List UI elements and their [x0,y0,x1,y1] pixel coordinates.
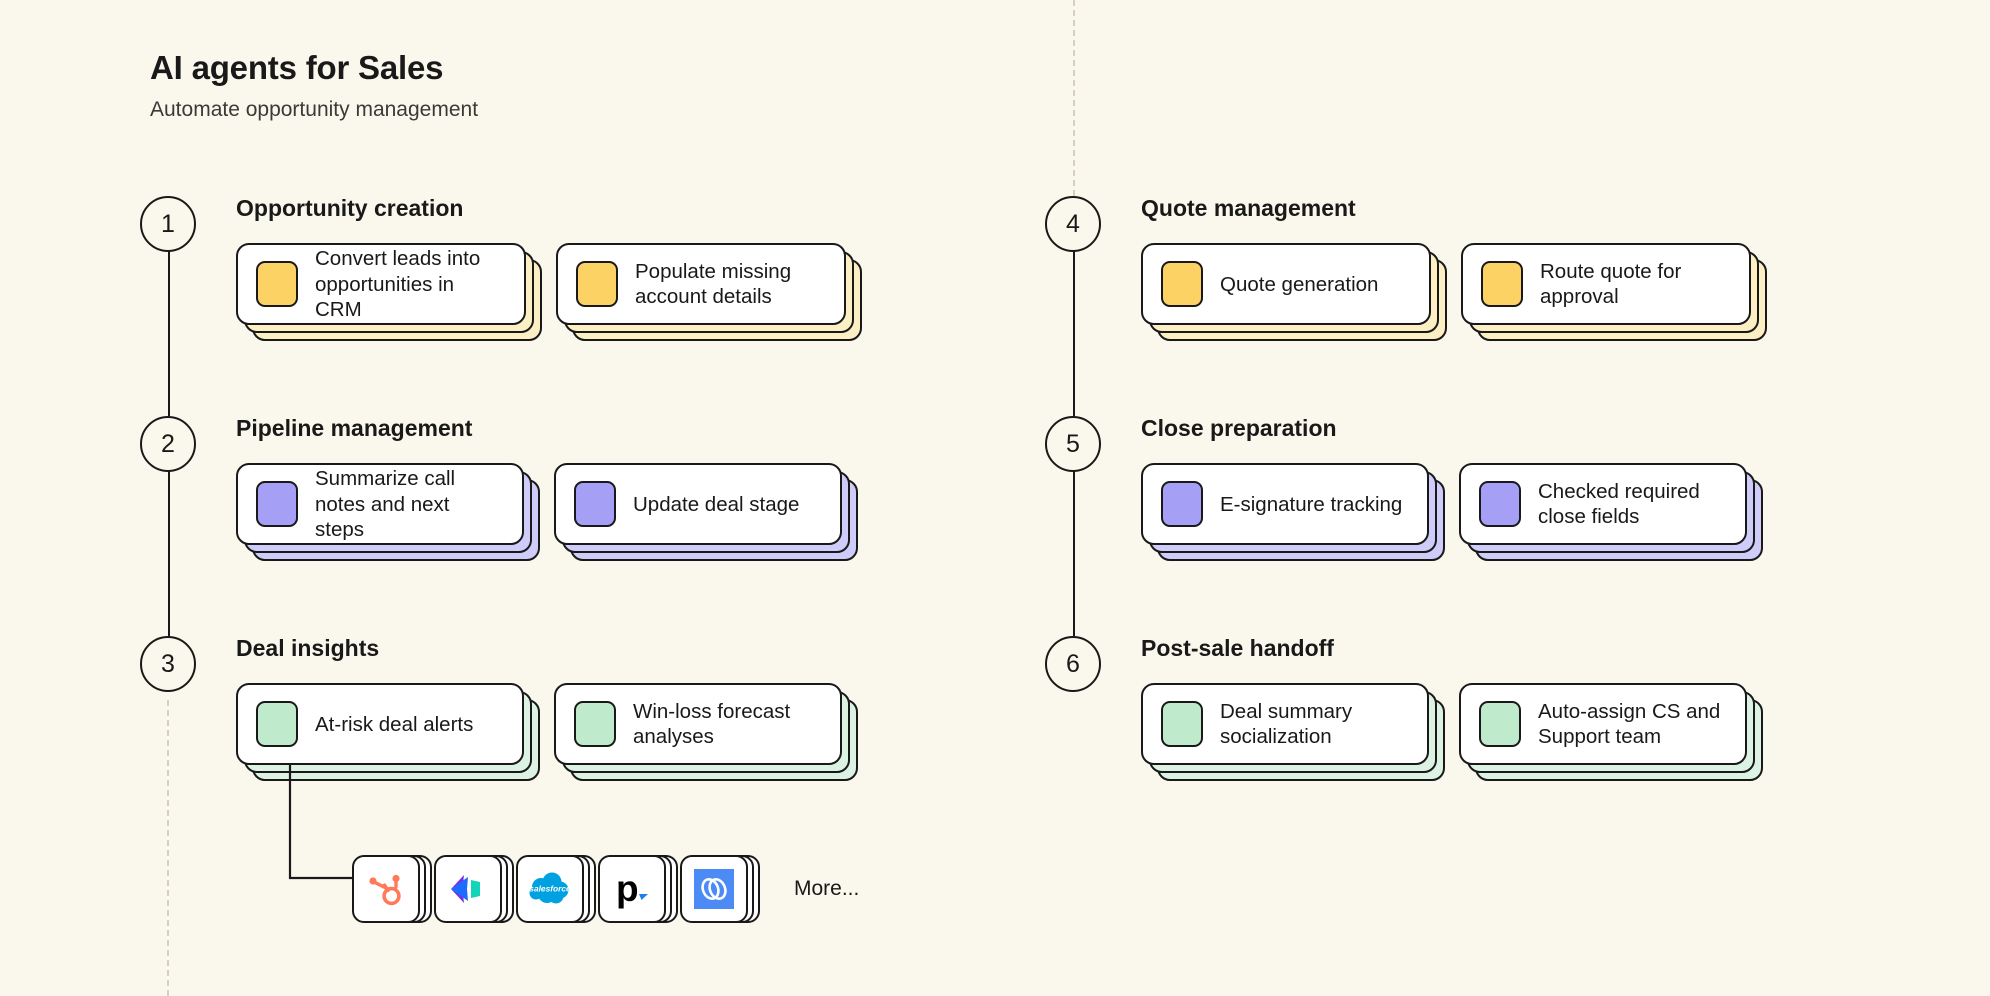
agent-card-row: Convert leads into opportunities in CRM P… [236,243,862,342]
agent-card[interactable]: Summarize call notes and next steps [236,463,540,562]
agent-icon-swatch [256,701,298,748]
lower-dashed-guide [167,700,169,996]
integration-logo-card[interactable] [680,855,760,923]
agent-card-label: Auto-assign CS and Support team [1538,700,1721,749]
step-number-badge-6: 6 [1045,636,1101,692]
agent-card[interactable]: Quote generation [1141,243,1447,342]
agent-icon-swatch [256,261,298,308]
svg-text:p: p [616,868,639,909]
agent-card-label: Convert leads into opportunities in CRM [315,247,481,321]
step-title: Close preparation [1141,415,1337,441]
zoho-logo[interactable] [680,855,748,923]
svg-text:salesforce: salesforce [529,884,571,894]
step-connector-rail [1073,230,1075,416]
agent-card-face[interactable]: Checked required close fields [1459,463,1747,546]
agent-card[interactable]: Update deal stage [554,463,858,562]
agent-card-face[interactable]: Auto-assign CS and Support team [1459,683,1747,766]
step-title: Post-sale handoff [1141,635,1334,661]
gong-logo[interactable] [434,855,502,923]
agent-icon-swatch [574,481,616,528]
agent-card[interactable]: Populate missing account details [556,243,862,342]
step-number-badge-2: 2 [140,416,196,472]
agent-card-label: Deal summary socialization [1220,700,1353,749]
step-title: Opportunity creation [236,195,464,221]
step-connector-rail [168,230,170,416]
salesforce-logo[interactable]: salesforce [516,855,584,923]
integration-logo-card[interactable]: salesforce [516,855,596,923]
agent-card-face[interactable]: Summarize call notes and next steps [236,463,524,546]
more-integrations-label[interactable]: More... [794,877,860,900]
agent-card-label: Quote generation [1220,272,1379,296]
agent-icon-swatch [1479,701,1521,748]
agent-card-face[interactable]: Convert leads into opportunities in CRM [236,243,526,326]
agent-icon-swatch [1161,481,1203,528]
integration-logo-card[interactable] [434,855,514,923]
agent-card-face[interactable]: Win-loss forecast analyses [554,683,842,766]
step-connector-rail [168,450,170,636]
agent-card[interactable]: Route quote for approval [1461,243,1767,342]
agent-card-label: Route quote for approval [1540,260,1682,309]
agent-card-label: At-risk deal alerts [315,712,474,736]
agent-card-row: E-signature tracking Checked required clo… [1141,463,1763,562]
step-number-badge-5: 5 [1045,416,1101,472]
page-subtitle: Automate opportunity management [150,97,479,121]
agent-card-face[interactable]: Deal summary socialization [1141,683,1429,766]
integration-logo-row: salesforce p More... [352,855,859,923]
agent-card-label: Update deal stage [633,492,800,516]
agent-card-row: Summarize call notes and next steps Updat… [236,463,858,562]
agent-card[interactable]: Win-loss forecast analyses [554,683,858,782]
agent-card-row: Deal summary socialization Auto-assign CS… [1141,683,1763,782]
hubspot-logo[interactable] [352,855,420,923]
agent-card[interactable]: Checked required close fields [1459,463,1763,562]
page-title: AI agents for Sales [150,49,444,86]
agent-card-face[interactable]: Route quote for approval [1461,243,1751,326]
step-connector-rail [1073,450,1075,636]
step-title: Quote management [1141,195,1356,221]
agent-card-label: E-signature tracking [1220,492,1403,516]
agent-card-face[interactable]: Quote generation [1141,243,1431,326]
agent-card-row: At-risk deal alerts Win-loss forecast ana… [236,683,858,782]
agent-card-row: Quote generation Route quote for approval [1141,243,1767,342]
agent-card-label: Populate missing account details [635,260,792,309]
agent-icon-swatch [256,481,298,528]
integration-logo-card[interactable]: p [598,855,678,923]
agent-card[interactable]: E-signature tracking [1141,463,1445,562]
diagram-header: AI agents for Sales Automate opportunity… [150,48,478,122]
step-title: Pipeline management [236,415,473,441]
agent-card-face[interactable]: E-signature tracking [1141,463,1429,546]
integration-logo-card[interactable] [352,855,432,923]
pipedrive-logo[interactable]: p [598,855,666,923]
agent-card[interactable]: At-risk deal alerts [236,683,540,782]
step-number-badge-4: 4 [1045,196,1101,252]
agent-card[interactable]: Auto-assign CS and Support team [1459,683,1763,782]
agent-icon-swatch [1481,261,1523,308]
agent-card-label: Win-loss forecast analyses [633,700,791,749]
agent-card[interactable]: Convert leads into opportunities in CRM [236,243,542,342]
agent-icon-swatch [1161,261,1203,308]
agent-card-face[interactable]: Populate missing account details [556,243,846,326]
agent-icon-swatch [574,701,616,748]
agent-card[interactable]: Deal summary socialization [1141,683,1445,782]
center-dashed-divider [1073,0,1075,196]
agent-card-face[interactable]: Update deal stage [554,463,842,546]
agent-icon-swatch [1479,481,1521,528]
step-number-badge-3: 3 [140,636,196,692]
agent-card-face[interactable]: At-risk deal alerts [236,683,524,766]
step-number-badge-1: 1 [140,196,196,252]
agent-icon-swatch [576,261,618,308]
agent-card-label: Summarize call notes and next steps [315,467,456,541]
agent-icon-swatch [1161,701,1203,748]
agent-card-label: Checked required close fields [1538,480,1700,529]
step-title: Deal insights [236,635,380,661]
